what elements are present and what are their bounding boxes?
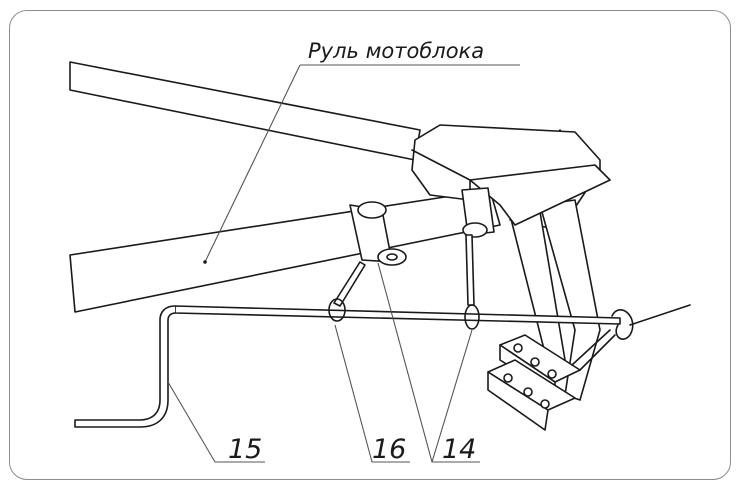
leader-16 bbox=[334, 324, 410, 463]
cable bbox=[629, 304, 691, 326]
leader-title bbox=[204, 64, 520, 263]
housing-fin bbox=[469, 164, 611, 226]
cable-hook bbox=[611, 309, 634, 340]
leader-15 bbox=[167, 381, 265, 463]
callout-16-label: 16 bbox=[372, 434, 406, 465]
mounting-plates bbox=[487, 334, 581, 431]
callout-14-label: 14 bbox=[442, 434, 476, 465]
rod-crank bbox=[74, 305, 176, 428]
hanger-right bbox=[465, 234, 475, 306]
hanger-left bbox=[333, 261, 366, 307]
clamp-left bbox=[349, 201, 407, 266]
leader-14b bbox=[431, 329, 473, 463]
callout-15-label: 15 bbox=[228, 434, 262, 465]
lower-handle-tube bbox=[69, 189, 501, 313]
clamp-right bbox=[461, 187, 495, 238]
upper-handle-tube bbox=[69, 61, 421, 161]
bracket-vertical-strap bbox=[539, 199, 601, 401]
leader-14a bbox=[377, 262, 480, 463]
handle-title-label: Руль мотоблока bbox=[308, 39, 484, 63]
